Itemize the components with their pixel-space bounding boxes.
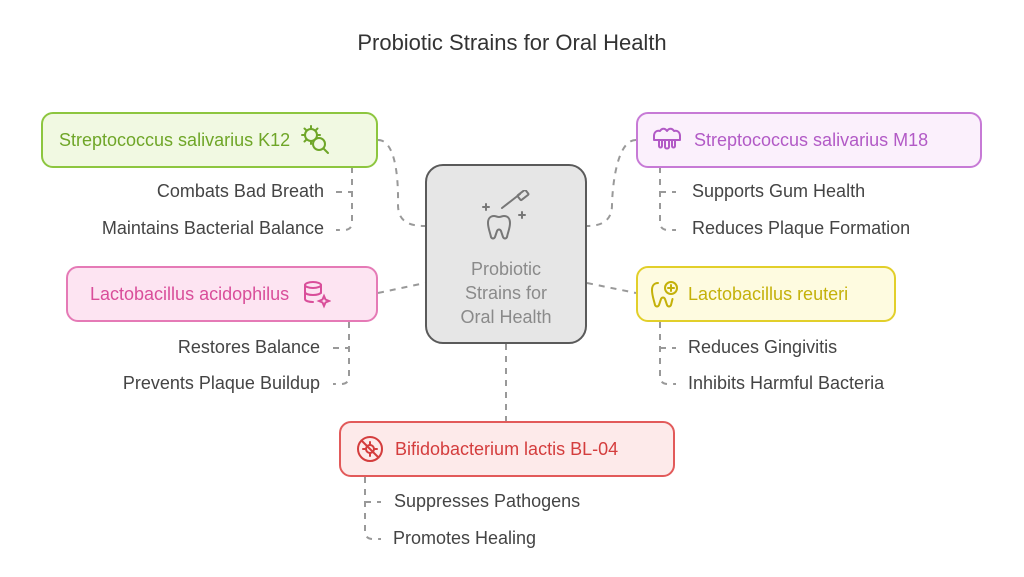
benefit-acidophilus-1: Restores Balance xyxy=(177,337,320,357)
strain-node-acidophilus[interactable]: Lactobacillus acidophilus xyxy=(66,266,378,322)
benefit-reuteri-1: Reduces Gingivitis xyxy=(688,337,838,357)
benefit-reuteri-2: Inhibits Harmful Bacteria xyxy=(688,373,885,393)
benefit-m18-2: Reduces Plaque Formation xyxy=(692,218,911,238)
tooth-plus-icon xyxy=(648,277,682,311)
strain-name-reuteri: Lactobacillus reuteri xyxy=(688,283,849,304)
bacteria-magnifier-icon xyxy=(298,123,332,157)
connector-reuteri-leaves xyxy=(659,322,676,385)
diagram-title: Probiotic Strains for Oral Health xyxy=(357,30,667,55)
strain-node-lactis[interactable]: Bifidobacterium lactis BL-04 xyxy=(339,421,675,477)
strain-node-k12[interactable]: Streptococcus salivarius K12 xyxy=(41,112,378,168)
connector-k12-leaves xyxy=(336,167,353,231)
connector-m18 xyxy=(586,139,637,227)
benefit-m18-1: Supports Gum Health xyxy=(692,181,866,201)
connector-acidophilus-leaves xyxy=(333,322,350,385)
database-sparkle-icon xyxy=(299,277,333,311)
connector-lactis-leaves xyxy=(364,477,381,540)
gums-icon xyxy=(650,123,684,157)
connector-reuteri xyxy=(586,282,637,294)
strain-name-k12: Streptococcus salivarius K12 xyxy=(59,129,291,150)
connector-m18-leaves xyxy=(659,167,676,231)
tooth-brush-sparkle-icon xyxy=(480,188,532,245)
strain-node-m18[interactable]: Streptococcus salivarius M18 xyxy=(636,112,982,168)
benefit-k12-2: Maintains Bacterial Balance xyxy=(101,218,324,238)
strain-name-m18: Streptococcus salivarius M18 xyxy=(694,129,929,150)
benefit-acidophilus-2: Prevents Plaque Buildup xyxy=(122,373,320,393)
strain-name-acidophilus: Lactobacillus acidophilus xyxy=(90,283,290,304)
center-node: Probiotic Strains for Oral Health xyxy=(425,164,587,344)
connector-k12 xyxy=(377,139,426,227)
connector-acidophilus xyxy=(377,282,426,294)
no-virus-icon xyxy=(353,432,387,466)
strain-node-reuteri[interactable]: Lactobacillus reuteri xyxy=(636,266,896,322)
benefit-lactis-2: Promotes Healing xyxy=(393,528,537,548)
strain-name-lactis: Bifidobacterium lactis BL-04 xyxy=(395,438,619,459)
benefit-k12-1: Combats Bad Breath xyxy=(156,181,324,201)
center-label: Probiotic Strains for Oral Health xyxy=(460,259,552,327)
benefit-lactis-1: Suppresses Pathogens xyxy=(394,491,581,511)
